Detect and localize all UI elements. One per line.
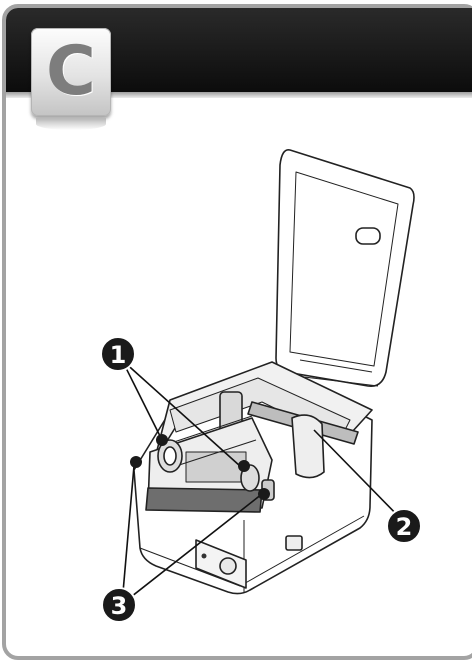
callout-2-label: 2 [396, 513, 413, 541]
callout-3: 3 [101, 587, 137, 623]
callout-3-label: 3 [111, 592, 128, 620]
callout-1-label: 1 [110, 341, 127, 369]
section-letter: C [46, 32, 96, 111]
callout-2: 2 [386, 508, 422, 544]
badge-reflection [36, 118, 106, 130]
callout-1: 1 [100, 336, 136, 372]
section-badge: C [31, 28, 111, 116]
